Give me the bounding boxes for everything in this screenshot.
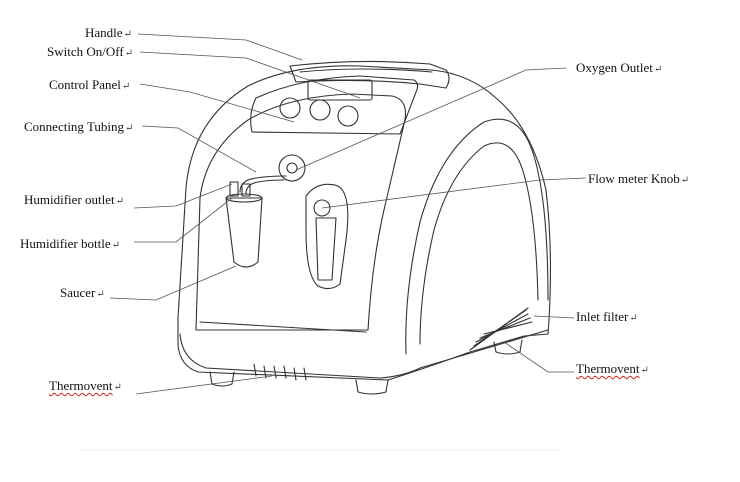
display-window: [307, 79, 373, 101]
label-thermovent-left: Thermovent↵: [49, 378, 122, 394]
side-panel-outer: [405, 118, 549, 355]
label-inlet-filter: Inlet filter↵: [576, 309, 638, 325]
leader-humidifier-bottle: [134, 197, 233, 243]
humidifier-bottle: [225, 197, 263, 268]
side-panel-inner: [419, 142, 539, 345]
label-handle: Handle↵: [85, 25, 132, 41]
leader-handle: [137, 33, 303, 61]
label-switch-on-off: Switch On/Off↵: [47, 44, 134, 60]
control-panel: [250, 75, 419, 135]
leader-connecting-tubing: [141, 125, 257, 173]
leader-thermovent-left: [135, 375, 273, 395]
button-3: [337, 105, 359, 127]
leader-control-panel: [139, 83, 295, 123]
button-2: [309, 99, 331, 121]
label-flow-meter-knob: Flow meter Knob↵: [588, 171, 690, 187]
device-shell: [177, 65, 551, 381]
leader-saucer: [109, 265, 237, 301]
label-control-panel: Control Panel↵: [49, 77, 131, 93]
flow-meter: [305, 183, 349, 290]
label-thermovent-right: Thermovent↵: [576, 361, 649, 377]
leader-oxygen-outlet: [295, 67, 567, 171]
label-connecting-tubing: Connecting Tubing↵: [24, 119, 134, 135]
device-base: [179, 329, 549, 379]
label-oxygen-outlet: Oxygen Outlet↵: [576, 60, 663, 76]
thermovent-side-slots: [469, 307, 533, 351]
humidifier-outlet: [229, 181, 239, 197]
leader-switch: [139, 51, 361, 99]
leader-flow-meter-knob: [321, 177, 587, 209]
foot-middle: [355, 379, 389, 395]
connecting-tubing: [239, 175, 287, 193]
label-humidifier-outlet: Humidifier outlet↵: [24, 192, 125, 208]
handle: [289, 60, 450, 89]
thermovent-front-slots: [253, 363, 307, 381]
button-1: [279, 97, 301, 119]
leader-thermovent-right: [503, 341, 574, 373]
flow-meter-knob: [313, 199, 331, 217]
oxygen-outlet: [278, 154, 306, 182]
foot-right: [493, 339, 523, 355]
label-saucer: Saucer↵: [60, 285, 105, 301]
leader-inlet-filter: [533, 315, 575, 319]
leader-humidifier-outlet: [133, 183, 233, 209]
label-humidifier-bottle: Humidifier bottle↵: [20, 236, 121, 252]
